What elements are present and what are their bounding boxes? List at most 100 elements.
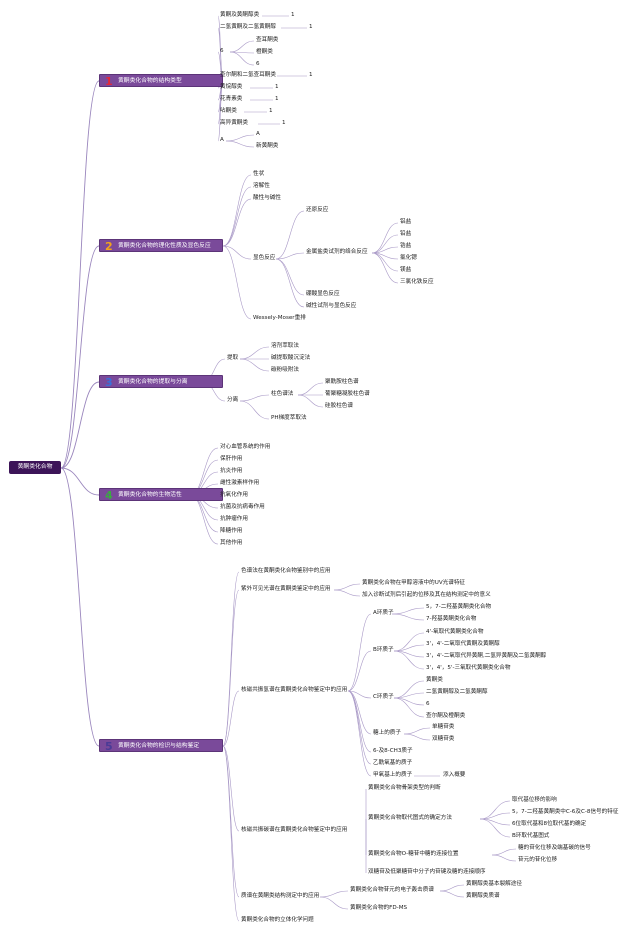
topic-node[interactable]: PH梯度萃取法	[271, 415, 307, 421]
topic-node[interactable]: 甲氧基上的质子	[373, 772, 413, 778]
topic-node[interactable]: 乙酰氧基的质子	[373, 760, 413, 766]
topic-node[interactable]: 黄酮类化合物骨架类型的判断	[368, 785, 441, 791]
section-2-title: 黄酮类化合物的理化性质及显色反应	[118, 243, 211, 249]
topic-node[interactable]: 质谱在黄酮类结构测定中的应用	[241, 893, 320, 899]
topic-node[interactable]: 花青素类	[220, 96, 243, 102]
topic-node[interactable]: 碱性试剂与显色反应	[306, 303, 357, 309]
topic-node[interactable]: 黄酮类化合物苷元的电子轰击质谱	[350, 887, 434, 893]
connector-curve	[222, 198, 252, 247]
topic-node[interactable]: B环取代基图式	[512, 833, 550, 839]
topic-node[interactable]: 分离	[227, 397, 239, 403]
topic-node[interactable]: 黄烷醇类	[220, 84, 243, 90]
topic-node[interactable]: 金属盐类试剂的络合反应	[306, 249, 368, 255]
topic-node[interactable]: 抗炎作用	[220, 468, 243, 474]
topic-node[interactable]: Wessely-Moser重排	[253, 315, 306, 321]
topic-node[interactable]: 其他作用	[220, 540, 243, 546]
topic-node[interactable]: 雌性激素样作用	[220, 480, 260, 486]
topic-node[interactable]: 铅盐	[400, 231, 412, 237]
topic-node[interactable]: 查尔酮和二氢查耳酮类	[220, 72, 276, 78]
topic-node[interactable]: 抗菌及抗病毒作用	[220, 504, 265, 510]
topic-node[interactable]: 橙酮类	[256, 49, 273, 55]
topic-node[interactable]: 双糖苷类	[432, 736, 455, 742]
topic-node[interactable]: 硼酸显色反应	[306, 291, 340, 297]
topic-node[interactable]: 锆盐	[400, 243, 412, 249]
topic-node[interactable]: 碳粉吸附法	[271, 367, 299, 373]
topic-node[interactable]: 柱色谱法	[271, 391, 294, 397]
topic-node[interactable]: 3'，4'-二氧取代黄酮及黄酮醇	[426, 641, 500, 647]
topic-node[interactable]: 5，7-二羟基黄酮类中C-6及C-8信号的特征	[512, 809, 619, 815]
topic-node[interactable]: 5，7-二羟基黄酮类化合物	[426, 604, 492, 610]
topic-node[interactable]: 黄酮及黄酮醇类	[220, 12, 260, 18]
topic-node[interactable]: 取代基位移的影响	[512, 797, 557, 803]
topic-node[interactable]: 黄酮类化合物O-糖苷中糖的连接位置	[368, 851, 459, 857]
topic-node[interactable]: 碱提取酸沉淀法	[271, 355, 311, 361]
section-5-node[interactable]: 5 黄酮类化合物的检识与结构鉴定	[99, 739, 223, 753]
topic-node[interactable]: 3'，4'-二氧取代异黄酮,二氢异黄酮及二氢黄酮醇	[426, 653, 547, 659]
topic-node[interactable]: 保肝作用	[220, 456, 243, 462]
section-3-node[interactable]: 3 黄酮类化合物的提取与分离	[99, 375, 223, 389]
topic-node[interactable]: 6	[256, 61, 260, 67]
topic-node[interactable]: 加入诊断试剂后引起的位移及其在结构测定中的意义	[362, 592, 491, 598]
topic-node[interactable]: 黄酮类	[426, 677, 443, 683]
topic-node[interactable]: 6位取代基和8位取代基的确定	[512, 821, 587, 827]
topic-node[interactable]: 核磁共振氢谱在黄酮类化合物鉴定中的应用	[241, 687, 348, 693]
topic-node[interactable]: 7-羟基黄酮类化合物	[426, 616, 477, 622]
topic-node[interactable]: 双糖苷及低聚糖苷中分子内苷键及糖的连接顺序	[368, 869, 486, 875]
connector-curve	[491, 848, 517, 856]
section-2-node[interactable]: 2 黄酮类化合物的理化性质及显色反应	[99, 239, 223, 253]
topic-node[interactable]: 溶解性	[253, 183, 270, 189]
topic-node[interactable]: 降糖作用	[220, 528, 243, 534]
root-node[interactable]: 黄酮类化合物	[9, 461, 61, 474]
section-4-node[interactable]: 4 黄酮类化合物的生物活性	[99, 488, 223, 502]
topic-node[interactable]: 6-及8-CH3质子	[373, 748, 413, 754]
topic-node[interactable]: 6	[220, 48, 224, 54]
topic-node[interactable]: 抗氧化作用	[220, 492, 248, 498]
topic-node[interactable]: 4'-氧取代黄酮类化合物	[426, 629, 484, 635]
topic-node[interactable]: 二氢黄酮醇及二氢黄酮醇	[426, 689, 488, 695]
topic-node[interactable]: 苷元的苷化位移	[518, 857, 558, 863]
topic-node[interactable]: 6	[426, 701, 430, 707]
topic-node[interactable]: 黄酮类化合物在甲醇溶液中的UV光谱特征	[362, 580, 466, 586]
topic-node[interactable]: 糖的苷化位移及端基碳的信号	[518, 845, 591, 851]
topic-node[interactable]: 还原反应	[306, 207, 329, 213]
topic-node[interactable]: 酸性与碱性	[253, 195, 281, 201]
topic-node[interactable]: 查耳酮类	[256, 37, 279, 43]
topic-node[interactable]: 提取	[227, 355, 239, 361]
topic-node[interactable]: 紫外可见光谱在黄酮类鉴定中的应用	[241, 586, 331, 592]
topic-node[interactable]: 三氯化铁反应	[400, 279, 434, 285]
topic-node[interactable]: A环质子	[373, 610, 394, 616]
topic-node[interactable]: 铝盐	[400, 219, 412, 225]
topic-node[interactable]: 黄酮类化合物的立体化学问题	[241, 917, 314, 923]
topic-node[interactable]: 溶剂萃取法	[271, 343, 299, 349]
topic-node[interactable]: 黄酮醇类质谱	[466, 893, 500, 899]
topic-node[interactable]: 葡聚糖凝胶柱色谱	[325, 391, 370, 397]
topic-node[interactable]: 糖上的质子	[373, 730, 401, 736]
topic-node[interactable]: 性状	[253, 171, 265, 177]
topic-node[interactable]: 添入概要	[443, 772, 466, 778]
topic-node[interactable]: 显色反应	[253, 255, 276, 261]
topic-node[interactable]: 3'，4'，5'-三氧取代黄酮类化合物	[426, 665, 511, 671]
topic-node[interactable]: 查尔酮及橙酮类	[426, 713, 466, 719]
topic-node[interactable]: 氯化锶	[400, 255, 417, 261]
topic-node[interactable]: 黄酮类化合物的FD-MS	[350, 905, 408, 911]
topic-node[interactable]: 高异黄酮类	[220, 120, 248, 126]
section-1-node[interactable]: 1 黄酮类化合物的结构类型	[99, 74, 223, 88]
topic-node[interactable]: 黄酮醇类基本裂解途径	[466, 881, 522, 887]
topic-node[interactable]: 核磁共振碳谱在黄酮类化合物鉴定中的应用	[241, 827, 348, 833]
topic-node[interactable]: A	[256, 131, 260, 137]
topic-node[interactable]: C环质子	[373, 694, 394, 700]
topic-node[interactable]: 抗肿瘤作用	[220, 516, 248, 522]
topic-node[interactable]: 黄酮类化合物取代图式的确定方法	[368, 815, 452, 821]
topic-node[interactable]: 色谱法在黄酮类化合物鉴别中的应用	[241, 568, 331, 574]
topic-node[interactable]: B环质子	[373, 647, 394, 653]
topic-node[interactable]: 二氢黄酮及二氢黄酮醇	[220, 24, 276, 30]
topic-node[interactable]: 新黄酮类	[256, 143, 279, 149]
topic-node[interactable]: 硅胶柱色谱	[325, 403, 353, 409]
topic-node[interactable]: A	[220, 137, 224, 143]
topic-node[interactable]: 对心血管系统的作用	[220, 444, 271, 450]
topic-node[interactable]: 聚酰胺柱色谱	[325, 379, 359, 385]
topic-node[interactable]: 单糖苷类	[432, 724, 455, 730]
topic-node[interactable]: 呫酮类	[220, 108, 237, 114]
connector-curve	[393, 680, 425, 699]
topic-node[interactable]: 镁盐	[400, 267, 412, 273]
